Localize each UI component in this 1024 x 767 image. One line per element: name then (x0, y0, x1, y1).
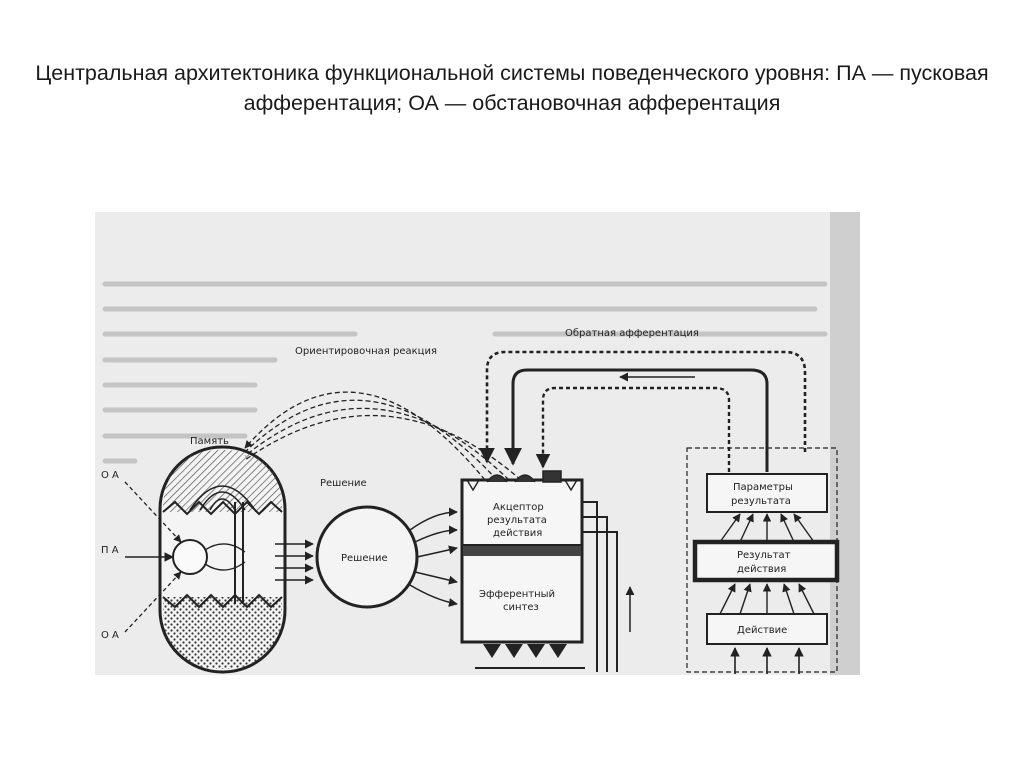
memory-capsule (158, 445, 287, 674)
action-result-box (692, 539, 840, 583)
label-pa: П А (101, 545, 119, 556)
arrows-to-decision (275, 539, 314, 585)
output-triangles (483, 644, 567, 658)
label-oa-bottom: О А (101, 630, 119, 641)
arrows-to-acceptor (409, 507, 458, 607)
memory-inner-circle (172, 539, 208, 575)
label-orienting-reaction: Ориентировочная реакция (295, 346, 437, 357)
page-edge-shadow (830, 212, 860, 675)
arrows-to-params (719, 513, 815, 543)
feedback-outer-dashed (479, 350, 807, 464)
memory-zigzag-top (162, 500, 283, 516)
arrows-to-action-result (719, 583, 815, 615)
result-params-box (706, 473, 828, 513)
label-memory: Память (190, 436, 229, 447)
label-feedback-afferentation: Обратная афферентация (565, 328, 699, 339)
memory-zigzag-bottom (162, 593, 283, 609)
diagram-figure: О А П А О А Память Ориентировочная реакц… (95, 212, 860, 675)
label-action-result-2: действия (737, 564, 786, 575)
label-efferent-2: синтез (503, 602, 539, 613)
background-text-lines (102, 281, 828, 464)
acceptor-block (460, 470, 584, 644)
label-result-params-2: результата (731, 496, 791, 507)
action-box (706, 613, 828, 645)
feedback-inner-dashed (535, 386, 731, 472)
label-decision-node: Решение (341, 553, 388, 564)
memory-dotted-region (163, 597, 282, 669)
label-decision-top: Решение (320, 478, 367, 489)
output-frame (686, 447, 838, 673)
feedback-middle-solid (504, 368, 769, 472)
slide-title: Центральная архитектоника функциональной… (35, 61, 989, 115)
memory-hatched-region (163, 450, 282, 512)
label-result-params-1: Параметры (733, 482, 793, 493)
label-oa-top: О А (101, 470, 119, 481)
block-side-links (582, 501, 618, 672)
label-action-result-1: Результат (737, 550, 791, 561)
label-efferent-1: Эфферентный (479, 589, 555, 600)
label-acceptor-1: Акцептор (493, 502, 544, 513)
arrows-to-action (730, 647, 804, 674)
label-acceptor-2: результата (487, 515, 547, 526)
label-acceptor-3: действия (493, 528, 542, 539)
label-action: Действие (737, 625, 787, 636)
